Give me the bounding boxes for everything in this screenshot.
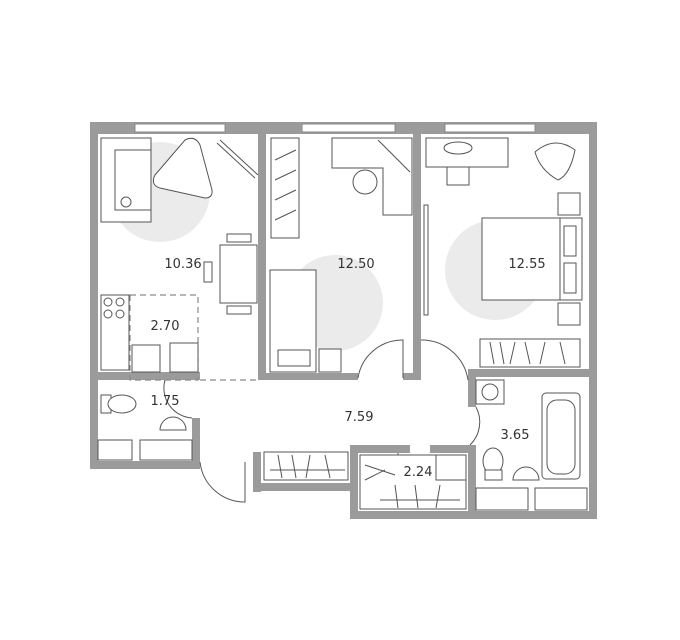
plant [534, 142, 576, 181]
room-area-labels: 10.36 12.50 12.55 2.70 1.75 7.59 3.65 2.… [151, 257, 546, 480]
desk [331, 137, 413, 216]
area-wardrobe: 2.24 [404, 465, 433, 480]
doors [163, 204, 481, 503]
area-bathroom: 3.65 [501, 428, 530, 443]
area-kitchen-zone: 2.70 [151, 319, 180, 334]
sink [131, 344, 161, 373]
area-bedroom-2: 12.55 [508, 257, 545, 272]
area-hallway: 7.59 [345, 410, 374, 425]
area-wc: 1.75 [151, 394, 180, 409]
coffee-table [152, 137, 213, 199]
area-bedroom-1: 12.50 [337, 257, 374, 272]
shelf [270, 137, 300, 239]
dining-table [219, 244, 258, 304]
furniture [97, 137, 588, 511]
area-living-kitchen: 10.36 [164, 257, 201, 272]
double-bed [481, 217, 561, 301]
stove [100, 294, 130, 371]
kitchen-zone-outline [129, 294, 199, 381]
windows [134, 123, 536, 133]
